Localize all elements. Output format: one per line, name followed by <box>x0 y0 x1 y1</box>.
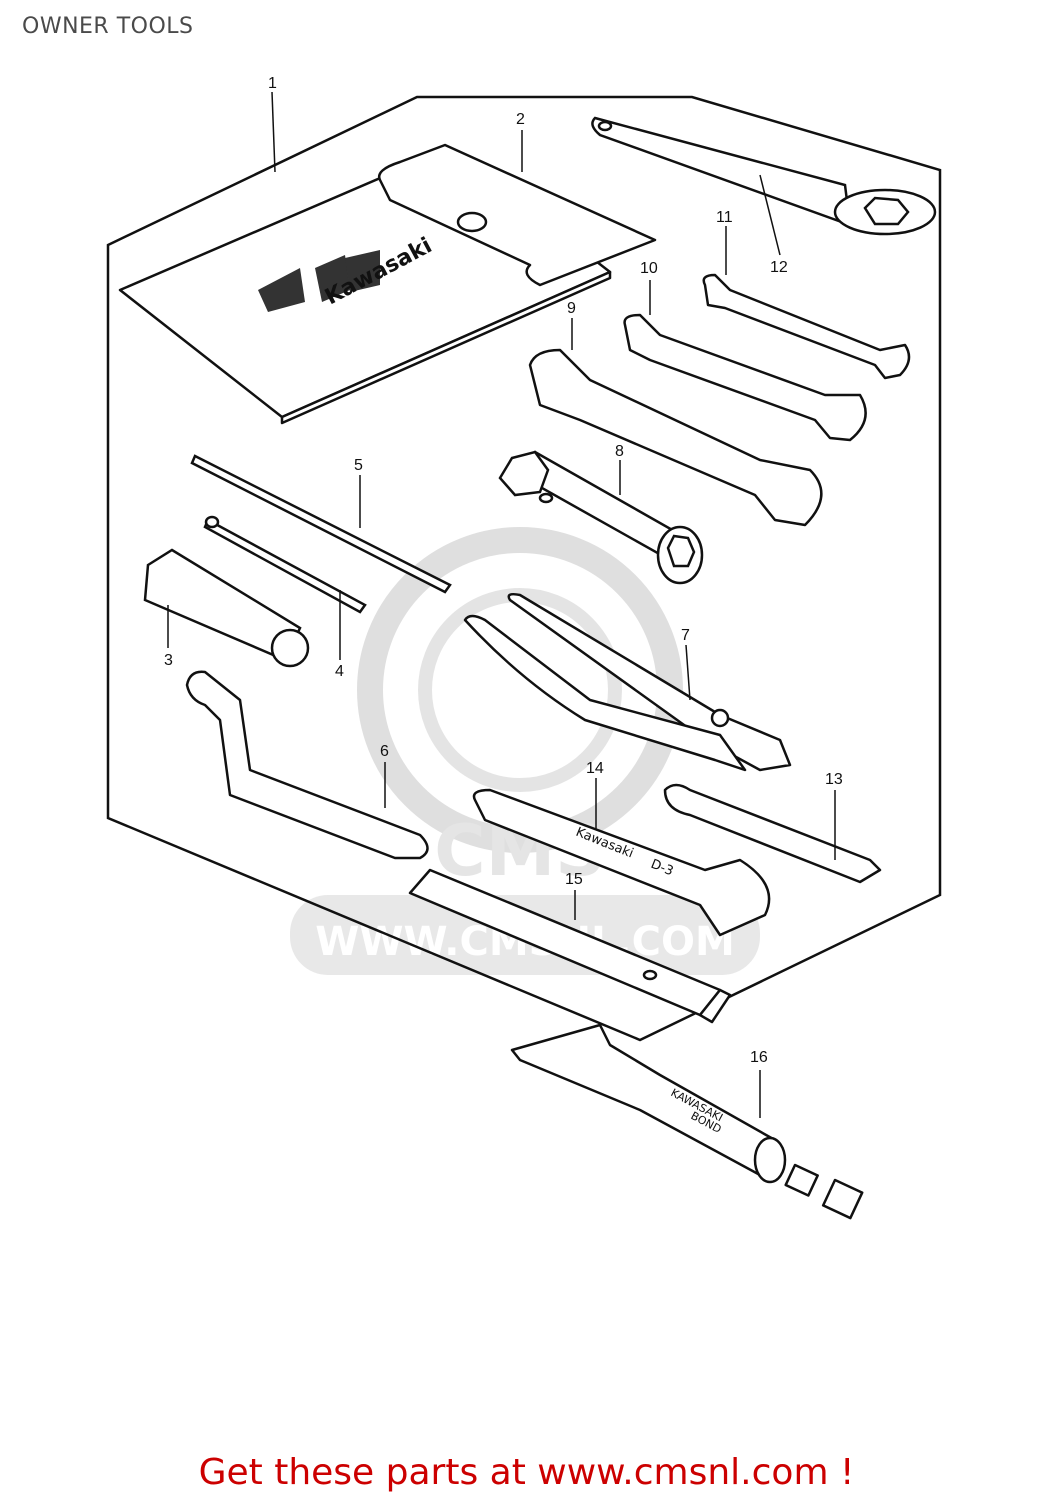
page-title: OWNER TOOLS <box>22 14 194 39</box>
callout-6: 6 <box>380 743 389 760</box>
screwdriver-bit-long <box>190 454 452 594</box>
callout-2: 2 <box>516 111 525 128</box>
hook-spanner <box>185 670 429 860</box>
medium-wrench <box>623 313 867 442</box>
callout-9: 9 <box>567 300 576 317</box>
callout-7: 7 <box>681 627 690 644</box>
callout-13: 13 <box>825 771 843 788</box>
callout-10: 10 <box>640 260 658 277</box>
footer-link[interactable]: Get these parts at www.cmsnl.com ! <box>198 1452 855 1493</box>
bond-tube: KAWASAKI BOND <box>510 1023 864 1220</box>
small-wrench <box>702 273 911 380</box>
callout-4: 4 <box>335 663 344 680</box>
callout-14: 14 <box>586 760 604 777</box>
callout-11: 11 <box>716 209 733 226</box>
callout-8: 8 <box>615 443 624 460</box>
tool-bag: Kawasaki <box>118 143 657 425</box>
screwdriver-bit-short <box>203 515 367 614</box>
callout-numbers: 1 2 3 4 5 6 7 8 9 10 11 12 13 14 15 16 <box>164 75 843 1066</box>
callout-12: 12 <box>770 259 788 276</box>
thin-spanner <box>663 783 882 884</box>
callout-1: 1 <box>268 75 277 92</box>
leader-lines <box>167 91 836 1118</box>
tool-kit-outline <box>106 95 942 1042</box>
pliers <box>463 592 792 772</box>
kawasaki-logo <box>258 250 380 312</box>
large-wrench <box>528 348 823 527</box>
callout-3: 3 <box>164 652 173 669</box>
extension-bar <box>408 868 732 1024</box>
callout-15: 15 <box>565 871 583 888</box>
callout-5: 5 <box>354 457 363 474</box>
callout-16: 16 <box>750 1049 768 1066</box>
screwdriver-handle <box>143 548 310 668</box>
ring-spanner <box>591 116 937 236</box>
plug-wrench <box>498 450 704 585</box>
